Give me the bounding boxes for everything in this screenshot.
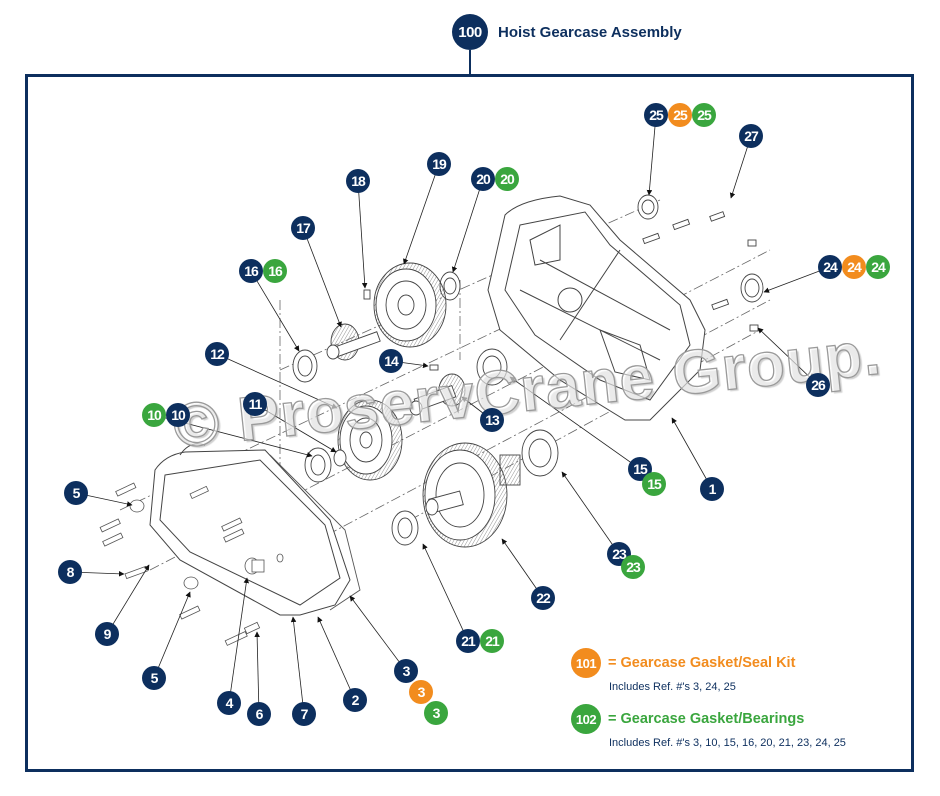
pinion-part-13 — [409, 373, 466, 416]
callout-badge-21-navy[interactable]: 21 — [456, 629, 480, 653]
leader-line-18 — [357, 180, 368, 289]
keys-part-14-18 — [363, 289, 439, 371]
gasket-part-3[interactable] — [269, 454, 361, 611]
callout-badge-5b-navy[interactable]: 5 — [142, 666, 166, 690]
callout-badge-24-green[interactable]: 24 — [866, 255, 890, 279]
callout-badge-3-orange[interactable]: 3 — [409, 680, 433, 704]
gear-part-19 — [373, 262, 447, 348]
callout-badge-20-navy[interactable]: 20 — [471, 167, 495, 191]
callout-badge-9-navy[interactable]: 9 — [95, 622, 119, 646]
kit-102-includes: Includes Ref. #'s 3, 10, 15, 16, 20, 21,… — [609, 737, 846, 749]
leader-line-21 — [422, 543, 469, 642]
callout-badge-12-navy[interactable]: 12 — [205, 342, 229, 366]
leader-line-7 — [290, 616, 305, 715]
gear-part-22 — [422, 442, 521, 548]
callout-badge-20-green[interactable]: 20 — [495, 167, 519, 191]
callout-badge-5a-navy[interactable]: 5 — [64, 481, 88, 505]
callout-badge-16-green[interactable]: 16 — [263, 259, 287, 283]
callout-badge-15-navy[interactable]: 15 — [628, 457, 652, 481]
leader-line-19 — [403, 163, 440, 265]
callout-badge-18-navy[interactable]: 18 — [346, 169, 370, 193]
bearing-part-23 — [521, 429, 559, 477]
leader-line-4 — [228, 577, 250, 704]
callout-badge-25-orange[interactable]: 25 — [668, 103, 692, 127]
callout-badge-3-green[interactable]: 3 — [424, 701, 448, 725]
callout-badge-14-navy[interactable]: 14 — [379, 349, 403, 373]
callout-badge-26-navy[interactable]: 26 — [806, 373, 830, 397]
assembly-title-text: Hoist Gearcase Assembly — [498, 23, 682, 41]
breather-part-4[interactable] — [244, 553, 284, 575]
callout-badge-24-navy[interactable]: 24 — [818, 255, 842, 279]
kit-102-badge[interactable]: 102 — [571, 704, 601, 734]
assembly-number-badge[interactable]: 100 — [452, 14, 488, 50]
callout-badge-4-navy[interactable]: 4 — [217, 691, 241, 715]
gearcase-housing-part-1[interactable] — [487, 195, 706, 421]
callout-badge-19-navy[interactable]: 19 — [427, 152, 451, 176]
leader-line-12 — [216, 353, 338, 409]
gear-part-12 — [337, 399, 403, 481]
callout-badge-13-navy[interactable]: 13 — [480, 408, 504, 432]
bearing-part-16 — [292, 349, 318, 383]
leader-line-2 — [317, 616, 356, 701]
leader-line-11 — [254, 403, 337, 453]
kit-102-title: = Gearcase Gasket/Bearings — [608, 711, 805, 727]
kit-101-includes: Includes Ref. #'s 3, 24, 25 — [609, 681, 736, 693]
seal-part-24 — [740, 273, 764, 303]
assembly-title: 100 Hoist Gearcase Assembly — [452, 14, 682, 50]
callout-badge-10-navy[interactable]: 10 — [166, 403, 190, 427]
callout-badge-11-navy[interactable]: 11 — [243, 392, 267, 416]
cover-bolts-part-8[interactable] — [99, 482, 261, 646]
callout-badge-10-green[interactable]: 10 — [142, 403, 166, 427]
leader-line-26 — [757, 327, 819, 386]
kit-101-title: = Gearcase Gasket/Seal Kit — [608, 655, 796, 671]
leader-line-25 — [646, 114, 657, 196]
bearing-part-21 — [391, 510, 419, 546]
legend-item-102: 102 = Gearcase Gasket/Bearings Includes … — [571, 704, 846, 749]
callout-badge-3-navy[interactable]: 3 — [394, 659, 418, 683]
leader-line-6 — [254, 631, 260, 715]
bearing-part-10 — [304, 447, 332, 483]
title-connector-line — [469, 50, 471, 75]
leader-line-17 — [302, 227, 342, 328]
leader-line-1 — [671, 417, 713, 490]
leader-line-5b — [153, 591, 191, 679]
leader-line-15 — [509, 376, 641, 470]
leader-line-3 — [349, 595, 407, 672]
callout-badge-1-navy[interactable]: 1 — [700, 477, 724, 501]
callout-badge-23-green[interactable]: 23 — [621, 555, 645, 579]
callout-badge-8-navy[interactable]: 8 — [58, 560, 82, 584]
callout-badge-27-navy[interactable]: 27 — [739, 124, 763, 148]
spacer-part-11 — [333, 449, 347, 467]
spacers-part-5[interactable] — [129, 499, 199, 590]
legend-item-101: 101 = Gearcase Gasket/Seal Kit Includes … — [571, 648, 795, 693]
leader-line-23 — [561, 471, 620, 555]
callout-badge-21-green[interactable]: 21 — [480, 629, 504, 653]
callout-badge-16-navy[interactable]: 16 — [239, 259, 263, 283]
callout-badge-2-navy[interactable]: 2 — [343, 688, 367, 712]
callout-badge-22-navy[interactable]: 22 — [531, 586, 555, 610]
callout-badge-25-green[interactable]: 25 — [692, 103, 716, 127]
callout-badge-24-orange[interactable]: 24 — [842, 255, 866, 279]
leader-line-9 — [106, 564, 150, 635]
callout-badge-15-green[interactable]: 15 — [642, 472, 666, 496]
callout-badge-7-navy[interactable]: 7 — [292, 702, 316, 726]
kit-101-badge[interactable]: 101 — [571, 648, 601, 678]
callout-badge-6-navy[interactable]: 6 — [247, 702, 271, 726]
pinion-part-17 — [326, 323, 381, 361]
callout-badge-25-navy[interactable]: 25 — [644, 103, 668, 127]
bearing-part-15 — [476, 348, 508, 386]
leader-line-16 — [250, 270, 300, 352]
diagram-frame — [25, 74, 914, 772]
seal-part-25 — [637, 194, 659, 220]
gears[interactable] — [326, 211, 759, 548]
studs-part-27 — [642, 211, 730, 311]
leader-line-20 — [451, 178, 484, 273]
callout-badge-17-navy[interactable]: 17 — [291, 216, 315, 240]
